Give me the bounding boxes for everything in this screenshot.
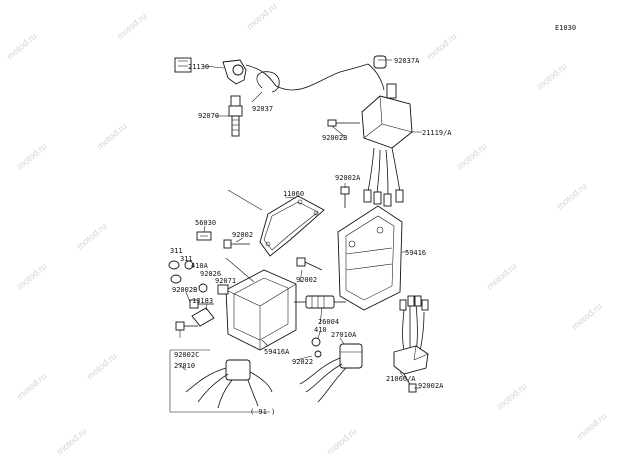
spark-plug: [228, 95, 243, 137]
spark-plug-cap: [174, 57, 277, 87]
bolt-92002b-top: [327, 119, 360, 127]
svg-text:motod.ru: motod.ru: [555, 181, 589, 211]
label-27010: 27010: [174, 362, 195, 370]
svg-text:motod.ru: motod.ru: [15, 261, 49, 291]
label-92037: 92037: [252, 105, 273, 113]
grommet-92037a: [373, 55, 387, 69]
electric-case-59416a: [225, 269, 297, 351]
note-91: ( 91 ): [250, 408, 275, 416]
svg-text:motod.ru: motod.ru: [570, 301, 604, 331]
label-410: 410: [314, 326, 327, 334]
label-59416a: 59416A: [264, 348, 290, 356]
label-92002a-right: 92002A: [418, 382, 444, 390]
label-56030: 56030: [195, 219, 216, 227]
svg-text:motod.ru: motod.ru: [575, 411, 609, 441]
label-59416: 59416: [405, 249, 426, 257]
clamp-ring: [256, 71, 280, 93]
svg-text:motod.ru: motod.ru: [85, 351, 119, 381]
part-labels: 92037A 21130 92070 92037 92002B 21119/A …: [170, 57, 452, 390]
svg-text:motod.ru: motod.ru: [115, 11, 149, 41]
label-92022: 92022: [292, 358, 313, 366]
label-92002b-left: 92002B: [172, 286, 197, 294]
svg-text:motod.ru: motod.ru: [495, 381, 529, 411]
svg-text:motod.ru: motod.ru: [15, 141, 49, 171]
label-92002b-top: 92002B: [322, 134, 347, 142]
bolt-92002c: [175, 321, 198, 331]
label-21066a: 21066/A: [386, 375, 416, 383]
label-92037a: 92037A: [394, 57, 420, 65]
svg-text:motod.ru: motod.ru: [325, 426, 359, 456]
svg-text:motod.ru: motod.ru: [75, 221, 109, 251]
label-311: 311: [170, 247, 183, 255]
inset-box: [169, 349, 270, 413]
label-13183: 13183: [192, 297, 213, 305]
ignition-coil-21066a: [393, 295, 429, 375]
clip-56030: [196, 231, 212, 241]
label-92002a-mid: 92002A: [335, 174, 361, 182]
label-92026: 92026: [200, 270, 221, 278]
label-410a: 410A: [191, 262, 209, 270]
label-21130: 21130: [188, 63, 209, 71]
svg-text:motod.ru: motod.ru: [535, 61, 569, 91]
electric-case-59416: [337, 205, 403, 311]
rectifier-26004: [294, 295, 346, 309]
bolt-92002-mid: [296, 257, 323, 271]
bolt-92002b-left: [189, 299, 214, 309]
label-92070: 92070: [198, 112, 219, 120]
high-tension-lead: [275, 63, 385, 91]
label-21119a: 21119/A: [422, 129, 452, 137]
svg-text:motod.ru: motod.ru: [245, 1, 279, 31]
svg-text:motod.ru: motod.ru: [95, 121, 129, 151]
bolt-92002-left: [223, 239, 250, 249]
svg-text:motod.ru: motod.ru: [5, 31, 39, 61]
svg-text:motod.ru: motod.ru: [485, 261, 519, 291]
plate-13183: [191, 307, 215, 327]
label-11060: 11060: [283, 190, 304, 198]
svg-text:motod.ru: motod.ru: [455, 141, 489, 171]
label-27010a: 27010A: [331, 331, 357, 339]
label-92071: 92071: [215, 277, 236, 285]
label-92002c: 92002C: [174, 351, 199, 359]
relay-27010: [185, 359, 273, 409]
leader-lines: [177, 59, 422, 389]
svg-text:motod.ru: motod.ru: [425, 31, 459, 61]
washers-and-nuts: [168, 260, 229, 295]
label-92002-left: 92002: [232, 231, 253, 239]
cdi-unit: [361, 83, 413, 207]
relay-27010a: [299, 343, 363, 403]
watermark-layer: motod.ru motod.ru motod.ru motod.ru moto…: [5, 1, 609, 456]
label-92002-mid: 92002: [296, 276, 317, 284]
nut-410: [311, 337, 322, 358]
label-26004: 26004: [318, 318, 339, 326]
bolt-92002a-mid: [340, 186, 350, 208]
svg-text:motod.ru: motod.ru: [55, 426, 89, 456]
label-311-b: 311: [180, 255, 193, 263]
svg-text:motod.ru: motod.ru: [15, 371, 49, 401]
gasket-11060: [259, 195, 325, 257]
diagram-code: E1030: [555, 24, 576, 32]
